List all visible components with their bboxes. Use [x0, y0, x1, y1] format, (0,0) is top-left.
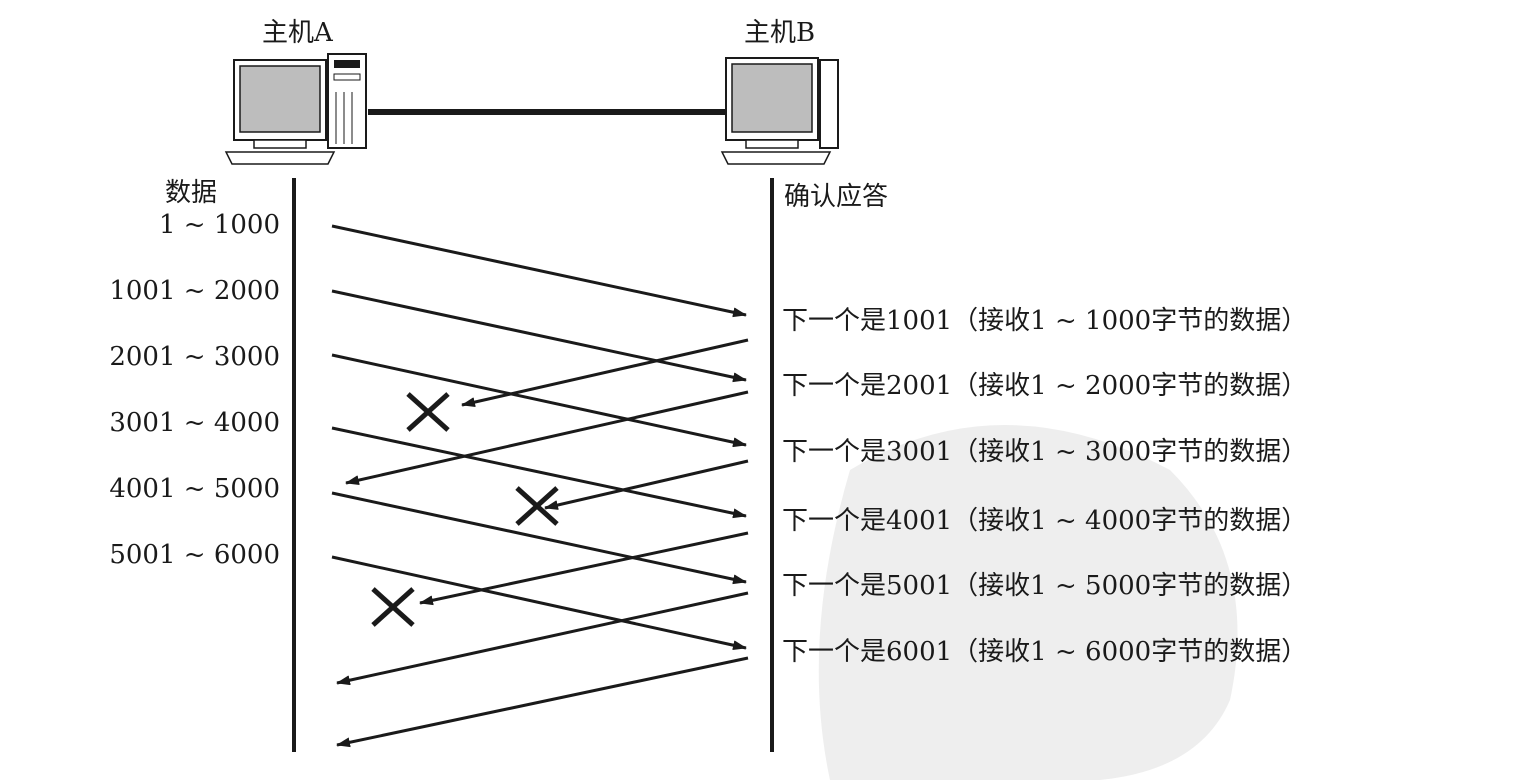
- ack-label: 下一个是6001（接收1 ~ 6000字节的数据）: [782, 637, 1308, 667]
- host-b-label: 主机B: [744, 18, 816, 48]
- loss-x-icon: [371, 587, 415, 627]
- segment-arrow: [331, 224, 747, 318]
- ack-arrow: [336, 656, 749, 748]
- segment-arrow: [331, 289, 747, 383]
- loss-x-icon: [515, 486, 559, 526]
- ack-label: 下一个是3001（接收1 ~ 3000字节的数据）: [782, 437, 1308, 467]
- segment-label: 1001 ~ 2000: [109, 276, 280, 306]
- ack-label: 下一个是1001（接收1 ~ 1000字节的数据）: [782, 306, 1308, 336]
- segment-arrow: [331, 491, 747, 585]
- segment-arrow: [331, 426, 747, 519]
- ack-column-label: 确认应答: [784, 182, 889, 212]
- ack-arrow: [544, 459, 749, 510]
- segment-label: 5001 ~ 6000: [109, 540, 280, 570]
- loss-x-icon: [406, 392, 450, 432]
- ack-label: 下一个是4001（接收1 ~ 4000字节的数据）: [782, 506, 1308, 536]
- segment-label: 1 ~ 1000: [158, 210, 280, 240]
- ack-arrow: [419, 531, 749, 606]
- host-a-label: 主机A: [262, 18, 333, 48]
- segment-arrow: [331, 555, 747, 651]
- ack-label: 下一个是5001（接收1 ~ 5000字节的数据）: [782, 571, 1308, 601]
- segment-label: 4001 ~ 5000: [109, 474, 280, 504]
- data-column-label: 数据: [165, 178, 218, 208]
- ack-arrow: [345, 390, 749, 486]
- segment-arrow: [331, 353, 747, 448]
- ack-label: 下一个是2001（接收1 ~ 2000字节的数据）: [782, 371, 1308, 401]
- segment-label: 2001 ~ 3000: [109, 342, 280, 372]
- host-a-computer-icon: [224, 53, 367, 165]
- host-b-computer-icon: [720, 57, 839, 165]
- segment-label: 3001 ~ 4000: [109, 408, 280, 438]
- watermark: [818, 425, 1238, 780]
- ack-arrow: [336, 591, 749, 686]
- ack-arrow: [461, 338, 749, 407]
